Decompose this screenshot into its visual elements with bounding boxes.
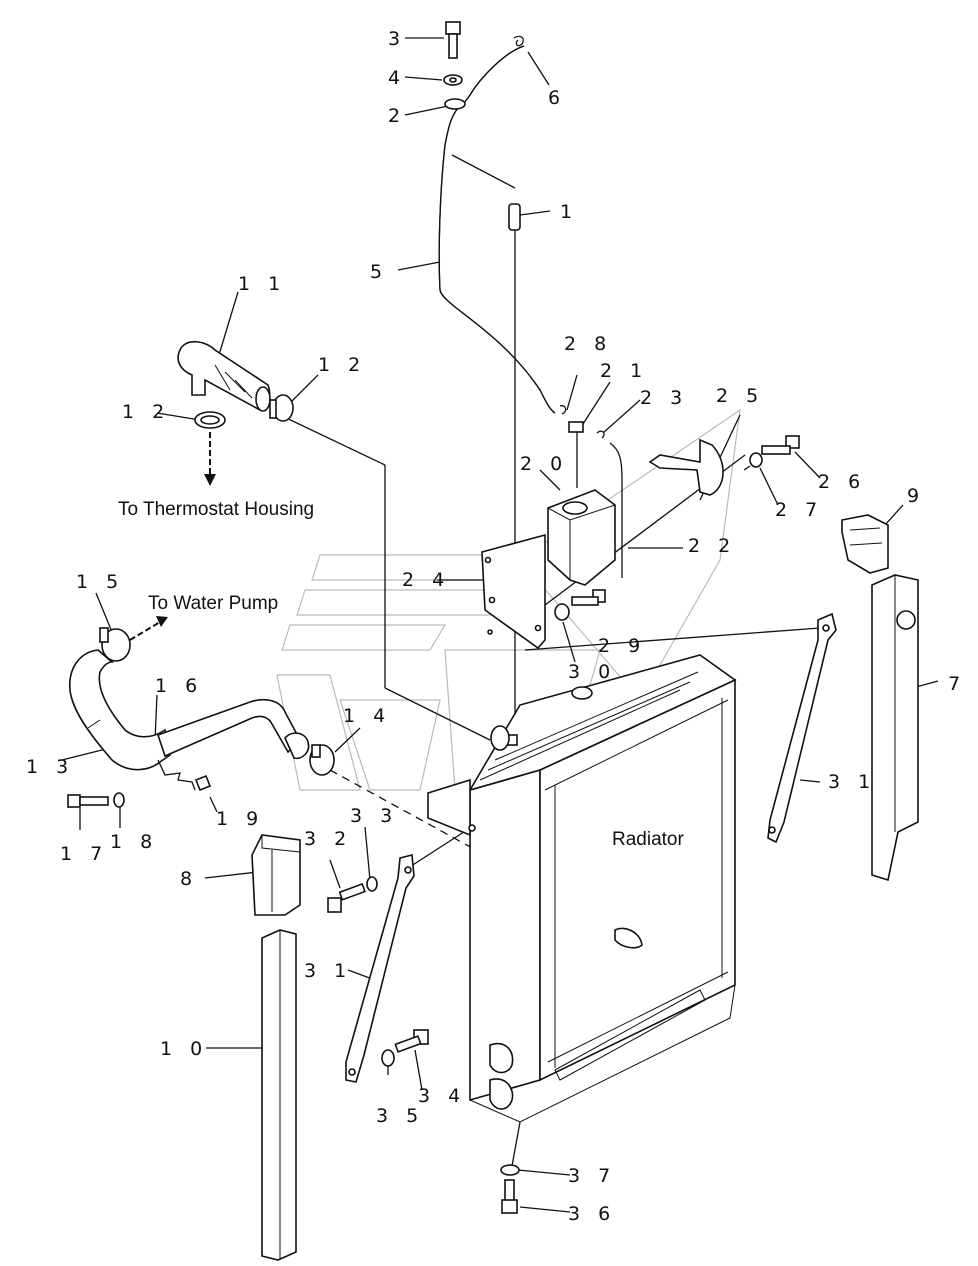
lower-hose-16 bbox=[156, 698, 310, 760]
clip-6 bbox=[513, 35, 524, 47]
label-4: 4 bbox=[388, 67, 406, 89]
label-31-left: 3 1 bbox=[304, 960, 352, 982]
washer-37 bbox=[500, 1164, 520, 1176]
arrow-right-icon bbox=[129, 616, 168, 641]
label-30: 3 0 bbox=[568, 661, 616, 683]
clamp-15 bbox=[99, 627, 131, 662]
washer-4 bbox=[443, 74, 463, 86]
arrow-down-icon bbox=[204, 432, 216, 486]
label-9: 9 bbox=[907, 485, 925, 507]
seal-9 bbox=[841, 514, 889, 574]
clamp-14 bbox=[309, 744, 335, 776]
upper-hose-11 bbox=[177, 340, 271, 412]
lower-hose-13 bbox=[69, 649, 171, 771]
water-pump-text: To Water Pump bbox=[148, 593, 278, 614]
label-35: 3 5 bbox=[376, 1105, 424, 1127]
radiator-text: Radiator bbox=[612, 829, 684, 850]
label-15: 1 5 bbox=[76, 571, 124, 593]
band-25 bbox=[648, 438, 724, 496]
label-34: 3 4 bbox=[418, 1085, 466, 1107]
label-19: 1 9 bbox=[216, 808, 264, 830]
washer-35 bbox=[381, 1049, 395, 1067]
label-2: 2 bbox=[388, 105, 406, 127]
label-20: 2 0 bbox=[520, 453, 568, 475]
label-6: 6 bbox=[548, 87, 566, 109]
bolt-36 bbox=[501, 1179, 518, 1214]
overflow-tube bbox=[438, 45, 556, 414]
bolt-17 bbox=[67, 794, 109, 808]
thermostat-housing-text: To Thermostat Housing bbox=[118, 499, 314, 520]
label-17: 1 7 bbox=[60, 843, 108, 865]
label-31-right: 3 1 bbox=[828, 771, 876, 793]
bolt-32 bbox=[327, 883, 366, 913]
clamp-12-right bbox=[269, 394, 294, 422]
label-5: 5 bbox=[370, 261, 388, 283]
reserve-tank-20 bbox=[547, 489, 616, 586]
clamp-2 bbox=[444, 98, 466, 110]
stay-31-right bbox=[767, 612, 837, 844]
label-36: 3 6 bbox=[568, 1203, 616, 1225]
washer-18 bbox=[113, 792, 125, 808]
clip-28 bbox=[559, 405, 567, 415]
label-12-right: 1 2 bbox=[318, 354, 366, 376]
label-7: 7 bbox=[948, 673, 966, 695]
label-12-left: 1 2 bbox=[122, 401, 170, 423]
label-33: 3 3 bbox=[350, 805, 398, 827]
label-3: 3 bbox=[388, 28, 406, 50]
washer-27 bbox=[749, 452, 763, 468]
bolt-34 bbox=[394, 1029, 429, 1053]
washer-33 bbox=[366, 876, 378, 892]
label-13: 1 3 bbox=[26, 756, 74, 778]
label-28: 2 8 bbox=[564, 333, 612, 355]
label-14: 1 4 bbox=[343, 705, 391, 727]
radiator-core bbox=[427, 654, 737, 1123]
label-16: 1 6 bbox=[155, 675, 203, 697]
label-24: 2 4 bbox=[402, 569, 450, 591]
annotation-texts: To Thermostat Housing To Water Pump Radi… bbox=[118, 499, 684, 850]
label-37: 3 7 bbox=[568, 1165, 616, 1187]
label-21: 2 1 bbox=[600, 360, 648, 382]
label-25: 2 5 bbox=[716, 385, 764, 407]
clip-23 bbox=[596, 430, 605, 439]
label-32: 3 2 bbox=[304, 828, 352, 850]
sleeve-1 bbox=[508, 203, 521, 231]
seal-7 bbox=[871, 574, 919, 882]
seal-10 bbox=[261, 929, 297, 1261]
callout-labels: 1 2 3 4 5 6 7 8 9 1 0 1 1 1 2 1 2 1 3 1 … bbox=[26, 28, 966, 1225]
label-23: 2 3 bbox=[640, 387, 688, 409]
label-10: 1 0 bbox=[160, 1038, 208, 1060]
bolt-26 bbox=[761, 435, 800, 455]
label-1: 1 bbox=[560, 201, 578, 223]
bolt-3 bbox=[445, 21, 461, 59]
bracket-19 bbox=[157, 759, 212, 792]
label-8: 8 bbox=[180, 868, 198, 890]
label-27: 2 7 bbox=[775, 499, 823, 521]
cap-21 bbox=[568, 421, 584, 488]
label-26: 2 6 bbox=[818, 471, 866, 493]
bolt-29 bbox=[571, 589, 606, 606]
stay-31-left bbox=[345, 853, 415, 1083]
clamp-12-left bbox=[194, 411, 226, 429]
tube-22 bbox=[609, 442, 623, 578]
bracket-24 bbox=[481, 533, 546, 650]
seal-8 bbox=[251, 834, 301, 916]
label-11: 1 1 bbox=[238, 273, 286, 295]
label-18: 1 8 bbox=[110, 831, 158, 853]
label-29: 2 9 bbox=[598, 635, 646, 657]
washer-30 bbox=[554, 603, 570, 621]
label-22: 2 2 bbox=[688, 535, 736, 557]
